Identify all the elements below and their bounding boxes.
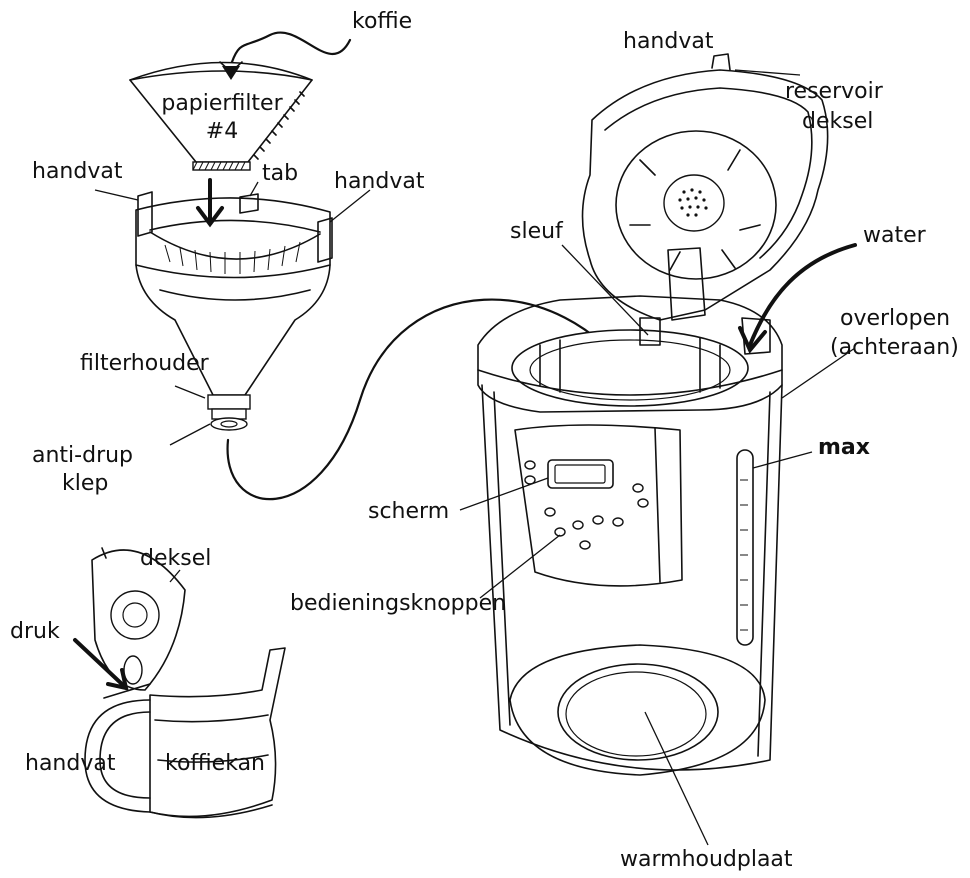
label-reservoir-deksel: deksel xyxy=(802,109,873,134)
label-handvat-filter-right: handvat xyxy=(334,169,425,194)
label-koffie: koffie xyxy=(352,9,412,34)
label-koffiekan: koffiekan xyxy=(165,751,265,776)
label-water: water xyxy=(863,223,927,248)
filter-holder xyxy=(135,191,333,431)
label-deksel: deksel xyxy=(140,546,211,571)
label-overlopen: overlopen xyxy=(840,306,950,331)
label-scherm: scherm xyxy=(368,499,449,524)
label-anti-drup-klep: klep xyxy=(62,471,108,496)
spray-holes xyxy=(678,188,708,217)
coffee-pour-arrow xyxy=(219,31,352,80)
label-papierfilter: papierfilter xyxy=(161,91,283,116)
label-handvat-lid: handvat xyxy=(623,29,714,54)
label-handvat-filter-left: handvat xyxy=(32,159,123,184)
label-sleuf: sleuf xyxy=(510,219,564,244)
label-anti-drup: anti-drup xyxy=(32,443,133,468)
label-overlopen-achteraan: (achteraan) xyxy=(830,335,959,360)
label-handvat-carafe: handvat xyxy=(25,751,116,776)
coffee-maker xyxy=(477,53,857,776)
label-max: max xyxy=(818,435,870,460)
control-buttons xyxy=(524,460,649,550)
label-bedieningsknoppen: bedieningsknoppen xyxy=(290,591,506,616)
paper-filter xyxy=(129,61,313,171)
label-druk: druk xyxy=(10,619,60,644)
labels: koffie papierfilter #4 handvat tab handv… xyxy=(10,9,959,872)
insert-arrow xyxy=(196,178,224,228)
label-papierfilter-size: #4 xyxy=(206,119,238,144)
leader-lines xyxy=(94,69,856,846)
label-reservoir: reservoir xyxy=(785,79,884,104)
label-tab: tab xyxy=(262,161,298,186)
label-warmhoudplaat: warmhoudplaat xyxy=(620,847,793,872)
label-filterhouder: filterhouder xyxy=(80,351,210,376)
carafe xyxy=(73,547,286,819)
